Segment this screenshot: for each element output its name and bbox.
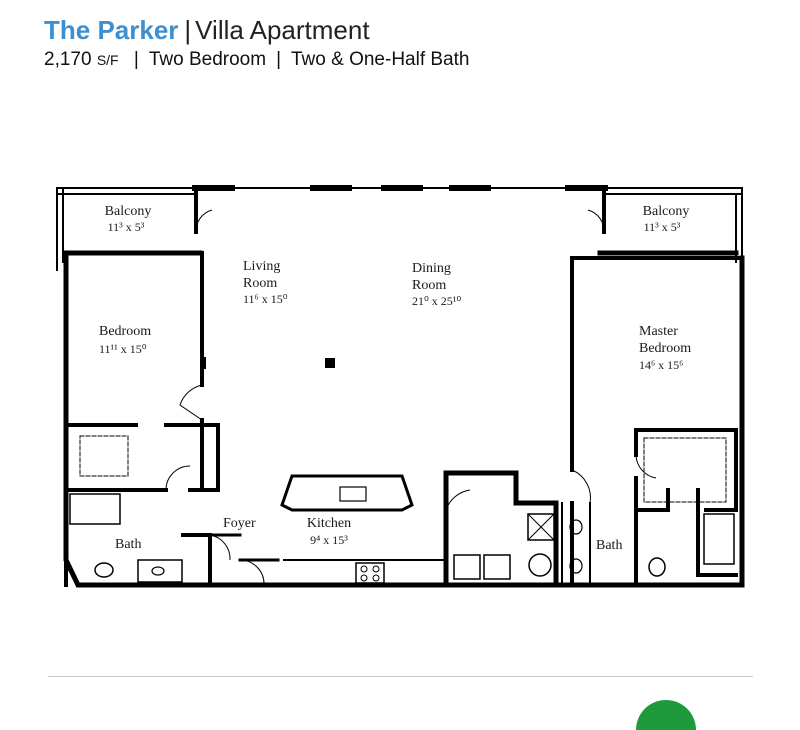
bedroom-count: Two Bedroom — [148, 49, 267, 70]
subtitle-pipe: | — [133, 49, 139, 70]
balcony-left-label: Balcony — [105, 204, 152, 219]
balcony-left-dims: 11³ x 5³ — [108, 220, 145, 234]
footer-divider — [48, 676, 753, 677]
bath-right-label: Bath — [596, 538, 622, 553]
door-swings — [165, 209, 657, 586]
bath-count: Two & One-Half Bath — [291, 49, 470, 70]
balcony-right-label: Balcony — [643, 204, 690, 219]
bedroom-dims: 11¹¹ x 15⁰ — [99, 342, 147, 356]
master-label-1: Master — [639, 324, 678, 339]
sqft-number: 2,170 — [44, 49, 92, 70]
dining-room-label-1: Dining — [412, 261, 451, 276]
balcony-right-dims: 11³ x 5³ — [644, 220, 681, 234]
kitchen-label: Kitchen — [307, 516, 351, 531]
master-label-2: Bedroom — [639, 341, 691, 356]
plan-name: The Parker — [44, 15, 179, 45]
dining-room-label-2: Room — [412, 278, 446, 293]
dining-room-dims: 21⁰ x 25¹⁰ — [412, 294, 461, 308]
subtitle: 2,170 S/F | Two Bedroom | Two & One-Half Ba… — [44, 48, 469, 72]
bedroom-label: Bedroom — [99, 324, 151, 339]
living-room-dims: 11⁶ x 15⁰ — [243, 292, 288, 306]
subtitle-pipe: | — [276, 49, 281, 70]
foyer-label: Foyer — [223, 516, 256, 531]
kitchen-dims: 9⁴ x 15³ — [310, 533, 348, 547]
sqft-unit: S/F — [96, 52, 119, 68]
floor-plan: Balcony 11³ x 5³ Balcony 11³ x 5³ Living… — [56, 185, 745, 588]
master-dims: 14⁶ x 15⁶ — [639, 358, 683, 372]
plan-type: Villa Apartment — [195, 15, 370, 45]
bath-left-label: Bath — [115, 537, 141, 552]
header: The Parker|Villa Apartment 2,170 S/F |Tw… — [44, 14, 469, 72]
living-room-label-2: Room — [243, 276, 277, 291]
living-room-label-1: Living — [243, 259, 280, 274]
walls — [56, 185, 745, 588]
title: The Parker|Villa Apartment — [44, 14, 469, 46]
title-separator: | — [184, 15, 192, 45]
